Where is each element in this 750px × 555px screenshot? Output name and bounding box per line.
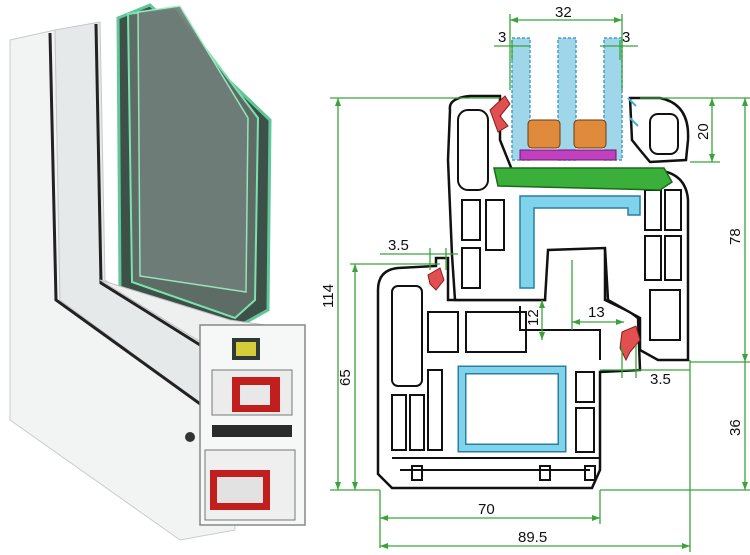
- dimension-lines: [330, 14, 750, 552]
- dim-right-bead-gap: 3: [622, 29, 630, 46]
- frame-chambers: [391, 285, 601, 481]
- dim-frame-lower: 36: [727, 419, 744, 436]
- dim-inner-drop: 12: [525, 309, 542, 326]
- dim-glass-width: 32: [555, 4, 572, 21]
- seals: [427, 95, 641, 362]
- bead-seal-marks: [627, 97, 639, 127]
- window-corner-render: [9, 3, 306, 541]
- dim-total-height: 114: [320, 284, 337, 308]
- dimension-arrows: [335, 17, 748, 549]
- profile-section-drawing: 32 3 3 20 78 114 3.5 65 12 13 3.5 36 70 …: [320, 4, 750, 552]
- dim-sash-rebate: 20: [695, 123, 712, 140]
- sash-reinforcement: [519, 195, 641, 289]
- dim-frame-height: 65: [337, 369, 354, 386]
- dim-right-offset: 3.5: [650, 371, 671, 388]
- dim-frame-offset: 3.5: [388, 237, 409, 254]
- dim-sash-height: 78: [727, 228, 744, 245]
- dim-total-depth: 89.5: [518, 529, 547, 546]
- dim-inner-step: 13: [588, 304, 605, 321]
- sash-outline: [446, 94, 690, 362]
- dim-frame-depth: 70: [478, 501, 495, 518]
- dim-left-bead-gap: 3: [498, 29, 506, 46]
- glazing-insert: [493, 167, 673, 191]
- triple-glazing: [511, 37, 623, 161]
